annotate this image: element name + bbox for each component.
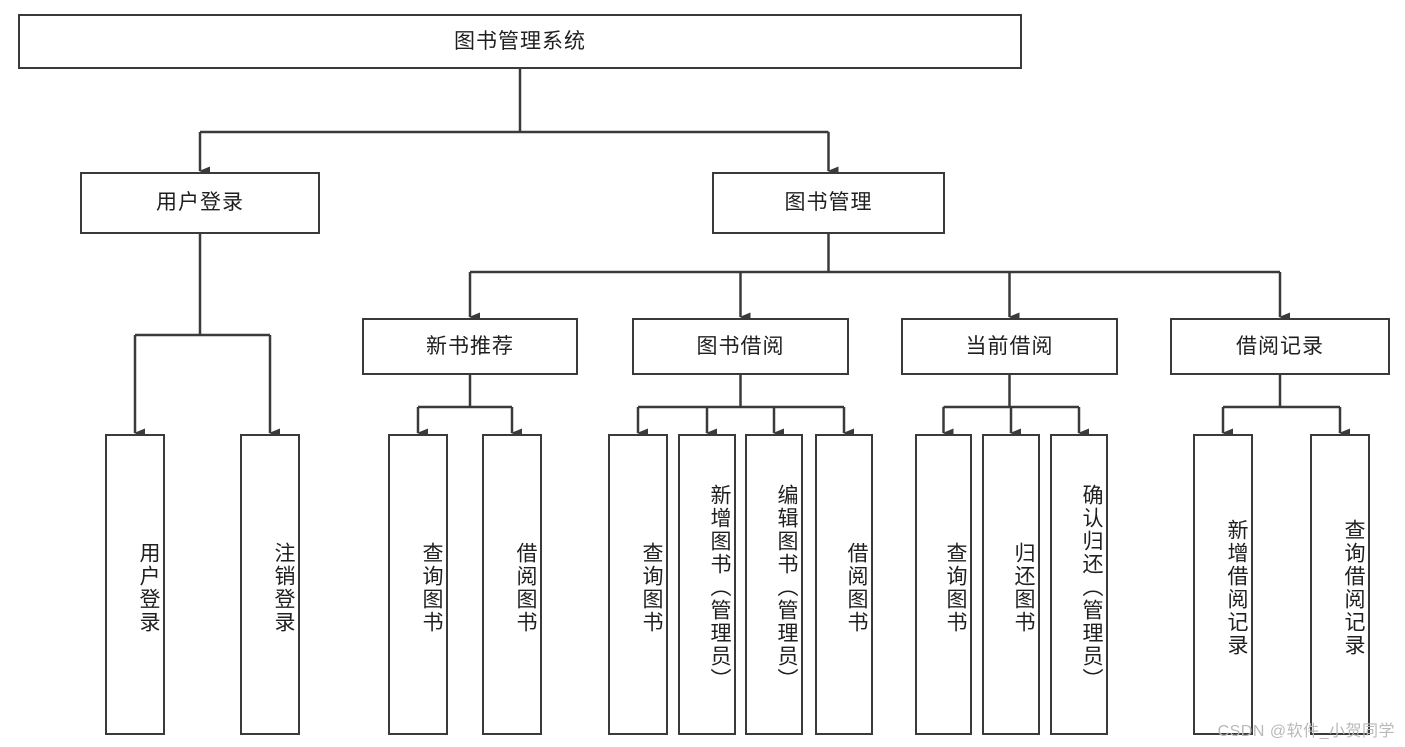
node-label: 图书管理 — [784, 191, 873, 215]
node-label: 归还图书 — [1012, 541, 1035, 634]
node-leaf-borrow-2[interactable]: 新增图书（管理员） — [678, 434, 736, 735]
node-label: 查询图书 — [944, 541, 967, 634]
node-leaf-borrow-3[interactable]: 编辑图书（管理员） — [745, 434, 803, 735]
node-login[interactable]: 用户登录 — [80, 172, 320, 234]
node-leaf-new-1[interactable]: 查询图书 — [388, 434, 448, 735]
node-label: 注销登录 — [272, 541, 295, 634]
node-label: 借阅记录 — [1236, 334, 1324, 358]
node-leaf-login-2[interactable]: 注销登录 — [240, 434, 300, 735]
node-label: 借阅图书 — [845, 541, 868, 634]
node-label: 用户登录 — [156, 191, 244, 215]
node-label: 借阅图书 — [514, 541, 537, 634]
node-label: 查询图书 — [640, 541, 663, 634]
node-label: 用户登录 — [137, 541, 160, 634]
watermark: CSDN @软件_小贺同学 — [1217, 723, 1395, 740]
edge-paths — [133, 69, 1350, 438]
node-root[interactable]: 图书管理系统 — [18, 14, 1022, 69]
node-label: 新增图书（管理员） — [708, 484, 731, 691]
node-leaf-rec-1[interactable]: 新增借阅记录 — [1193, 434, 1253, 735]
node-leaf-new-2[interactable]: 借阅图书 — [482, 434, 542, 735]
node-current[interactable]: 当前借阅 — [901, 318, 1118, 375]
node-label: 新书推荐 — [426, 334, 514, 358]
node-leaf-borrow-1[interactable]: 查询图书 — [608, 434, 668, 735]
node-leaf-cur-1[interactable]: 查询图书 — [915, 434, 972, 735]
node-label: 编辑图书（管理员） — [775, 484, 798, 691]
node-leaf-cur-2[interactable]: 归还图书 — [982, 434, 1040, 735]
node-leaf-rec-2[interactable]: 查询借阅记录 — [1310, 434, 1370, 735]
node-label: 新增借阅记录 — [1225, 518, 1248, 657]
node-leaf-login-1[interactable]: 用户登录 — [105, 434, 165, 735]
node-label: 查询图书 — [420, 541, 443, 634]
node-label: 查询借阅记录 — [1342, 518, 1365, 657]
node-label: 图书管理系统 — [454, 29, 586, 53]
node-label: 确认归还（管理员） — [1080, 484, 1103, 691]
node-leaf-cur-3[interactable]: 确认归还（管理员） — [1050, 434, 1108, 735]
node-label: 图书借阅 — [696, 334, 785, 358]
node-label: 当前借阅 — [965, 334, 1054, 358]
node-leaf-borrow-4[interactable]: 借阅图书 — [815, 434, 873, 735]
node-newbook[interactable]: 新书推荐 — [362, 318, 578, 375]
node-bookmgmt[interactable]: 图书管理 — [712, 172, 945, 234]
node-borrow[interactable]: 图书借阅 — [632, 318, 849, 375]
node-records[interactable]: 借阅记录 — [1170, 318, 1390, 375]
